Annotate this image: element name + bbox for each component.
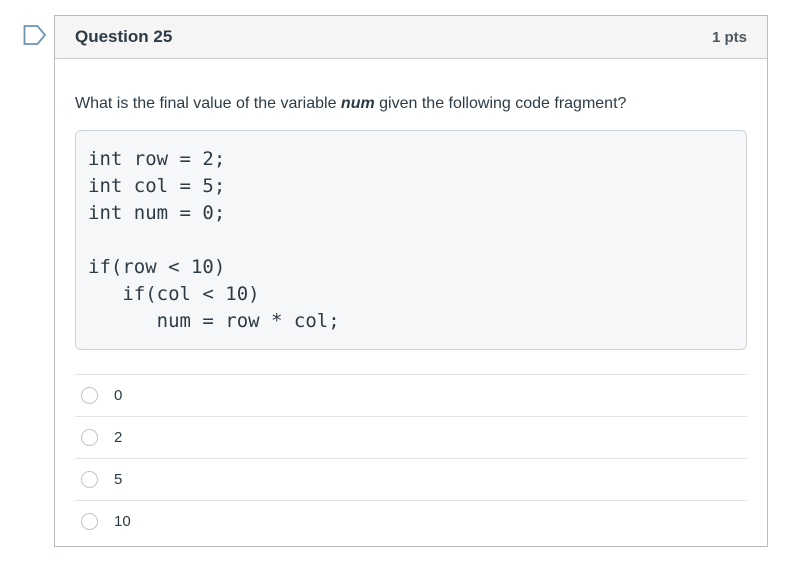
answer-option-1[interactable]: 0 — [75, 374, 747, 416]
answer-option-3[interactable]: 5 — [75, 458, 747, 500]
radio-button[interactable] — [81, 471, 98, 488]
question-text-after: given the following code fragment? — [374, 95, 627, 112]
question-title: Question 25 — [75, 27, 173, 46]
radio-button[interactable] — [81, 429, 98, 446]
question-body: What is the final value of the variable … — [55, 59, 767, 542]
question-text-before: What is the final value of the variable — [75, 95, 341, 112]
option-label: 10 — [114, 513, 131, 530]
question-header: Question 25 1 pts — [55, 16, 767, 59]
flag-icon — [23, 25, 47, 45]
question-points: 1 pts — [711, 28, 747, 46]
radio-button[interactable] — [81, 513, 98, 530]
answer-option-2[interactable]: 2 — [75, 416, 747, 458]
answer-options: 0 2 5 10 — [75, 374, 747, 542]
option-label: 2 — [114, 429, 123, 446]
question-text: What is the final value of the variable … — [75, 94, 747, 114]
option-label: 5 — [114, 471, 123, 488]
option-label: 0 — [114, 387, 123, 404]
flag-question-button[interactable] — [23, 24, 47, 46]
radio-button[interactable] — [81, 387, 98, 404]
question-text-emphasis: num — [340, 95, 375, 112]
code-block: int row = 2; int col = 5; int num = 0; i… — [75, 130, 747, 350]
answer-option-4[interactable]: 10 — [75, 500, 747, 542]
question-card: Question 25 1 pts What is the final valu… — [54, 15, 768, 547]
